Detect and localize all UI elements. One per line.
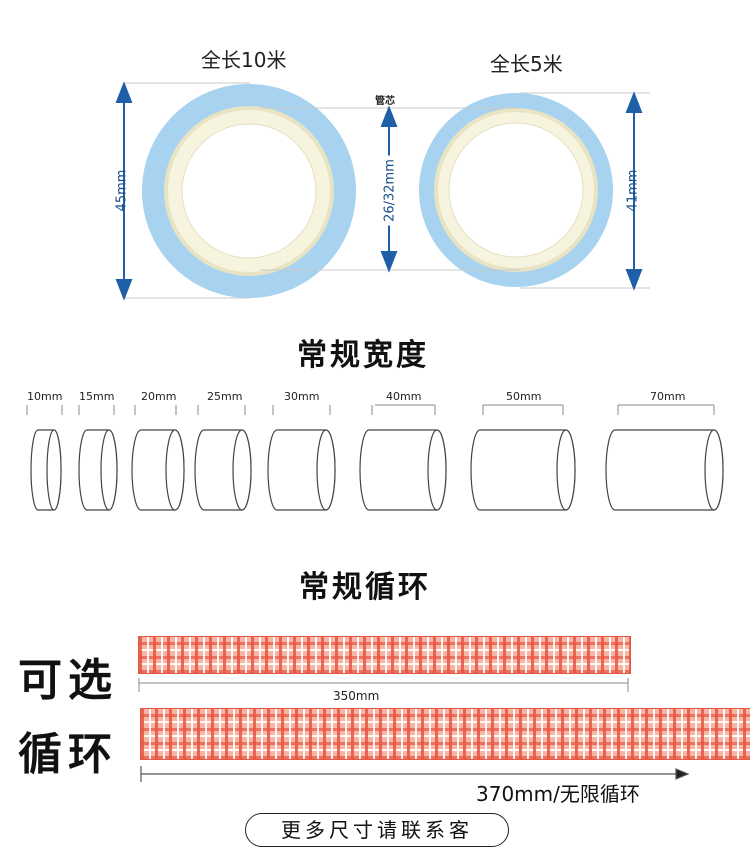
- loop-title: 常规循环: [299, 570, 431, 605]
- measure-line-350: [138, 678, 629, 692]
- small-height-label: 41mm: [625, 169, 641, 212]
- width-label-15: 15mm: [79, 390, 115, 403]
- option-label-1: 可选: [18, 655, 118, 706]
- width-label-25: 25mm: [207, 390, 243, 403]
- width-cylinders: [26, 404, 724, 511]
- width-label-20: 20mm: [141, 390, 177, 403]
- width-label-10: 10mm: [27, 390, 63, 403]
- small-roll: [419, 93, 613, 287]
- widths-title: 常规宽度: [297, 338, 429, 373]
- strip2-length-label: 370mm/无限循环: [476, 782, 640, 806]
- strip1-length-label: 350mm: [333, 689, 380, 703]
- option-label-2: 循环: [18, 729, 118, 780]
- width-label-50: 50mm: [506, 390, 542, 403]
- core-height-label: 26/32mm: [382, 155, 398, 226]
- measure-arrow-370: [140, 766, 690, 782]
- width-label-30: 30mm: [284, 390, 320, 403]
- large-roll-title: 全长10米: [201, 48, 287, 72]
- plaid-strip-loop: [140, 708, 750, 760]
- width-label-70: 70mm: [650, 390, 686, 403]
- core-label: 管芯: [375, 96, 395, 107]
- rolls-diagram: [115, 81, 650, 301]
- small-roll-title: 全长5米: [490, 52, 563, 76]
- width-label-40: 40mm: [386, 390, 422, 403]
- large-height-label: 45mm: [114, 169, 130, 212]
- contact-button[interactable]: 更多尺寸请联系客: [245, 813, 509, 847]
- large-roll: [142, 84, 356, 298]
- plaid-strip-350: [138, 636, 631, 674]
